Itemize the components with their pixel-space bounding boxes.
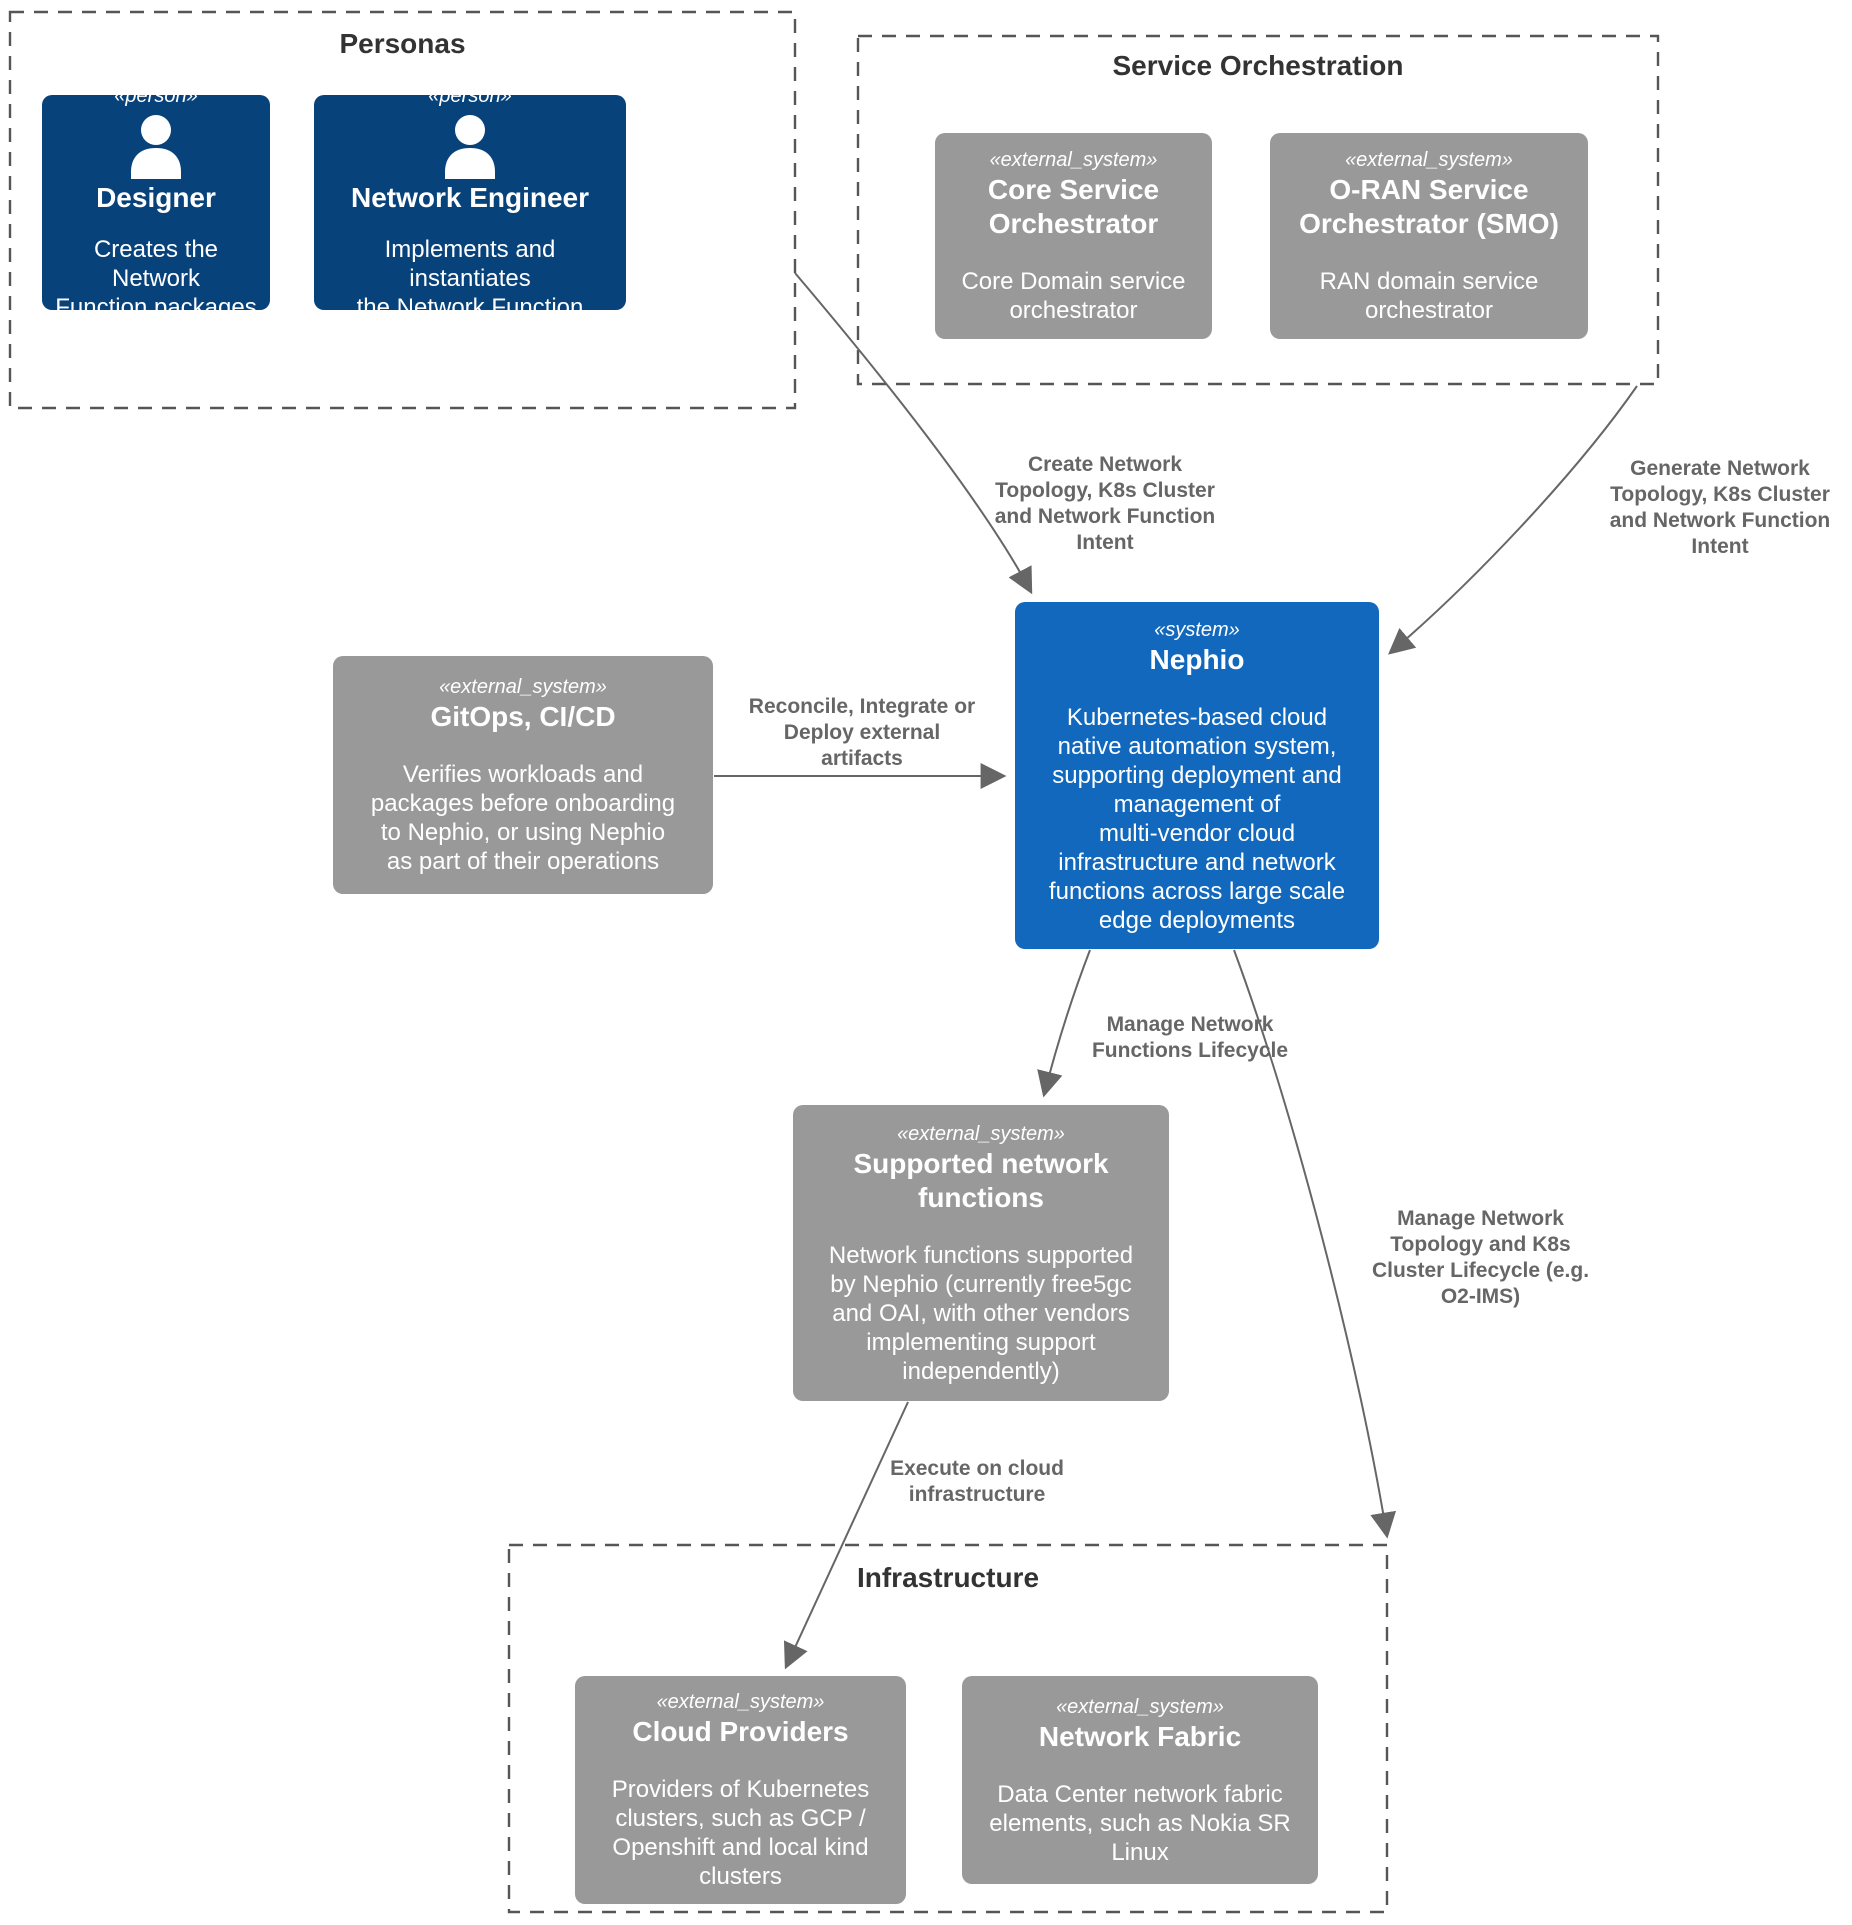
nephio-name: Nephio bbox=[1149, 643, 1245, 675]
edge-personas-to-nephio-arrow bbox=[794, 272, 1033, 595]
network-fabric-description: Data Center network fabric elements, suc… bbox=[989, 1780, 1291, 1866]
service-orchestration-boundary-border bbox=[856, 34, 1660, 386]
edge-label-reconcile: Reconcile, Integrate or Deploy external … bbox=[748, 695, 976, 770]
nephio-stereotype: «system» bbox=[1154, 618, 1240, 641]
oran-service-orchestrator-description: RAN domain service orchestrator bbox=[1319, 268, 1539, 324]
node-cloud-providers: «external_system» Cloud Providers Provid… bbox=[575, 1676, 906, 1904]
oran-service-orchestrator-name: O-RAN Service Orchestrator (SMO) bbox=[1299, 174, 1559, 239]
node-nephio: «system» Nephio Kubernetes-based cloud n… bbox=[1015, 602, 1379, 949]
supported-network-functions-name: Supported network functions bbox=[853, 1147, 1109, 1213]
node-supported-network-functions: «external_system» Supported network func… bbox=[793, 1105, 1169, 1401]
node-core-service-orchestrator: «external_system» Core Service Orchestra… bbox=[935, 133, 1212, 339]
oran-service-orchestrator-stereotype: «external_system» bbox=[1345, 149, 1513, 171]
designer-stereotype: «person» bbox=[114, 85, 198, 107]
edge-nephio-to-infrastructure-arrow bbox=[1233, 949, 1397, 1539]
node-network-fabric: «external_system» Network Fabric Data Ce… bbox=[962, 1676, 1318, 1884]
edge-service-orchestration-to-nephio-arrow bbox=[1388, 385, 1638, 655]
network-fabric-stereotype: «external_system» bbox=[1056, 1695, 1224, 1718]
designer-name: Designer bbox=[96, 182, 216, 213]
designer-description: Creates the Network Function packages bbox=[55, 236, 257, 321]
edge-label-manage-topology: Manage Network Topology and K8s Cluster … bbox=[1371, 1207, 1590, 1308]
network-engineer-name: Network Engineer bbox=[350, 182, 590, 213]
personas-boundary-border bbox=[8, 10, 797, 410]
nephio-description: Kubernetes-based cloud native automation… bbox=[1048, 703, 1346, 934]
node-gitops-cicd: «external_system» GitOps, CI/CD Verifies… bbox=[333, 656, 713, 894]
supported-network-functions-stereotype: «external_system» bbox=[897, 1122, 1065, 1145]
network-engineer-stereotype: «person» bbox=[428, 85, 512, 107]
cloud-providers-stereotype: «external_system» bbox=[656, 1691, 825, 1713]
service-orchestration-boundary-title: Service Orchestration bbox=[1112, 50, 1404, 81]
cloud-providers-description: Providers of Kubernetes clusters, such a… bbox=[611, 1776, 870, 1890]
node-designer: «person» Designer Creates the Network Fu… bbox=[42, 85, 270, 321]
edge-label-execute: Execute on cloud infrastructure bbox=[890, 1457, 1064, 1506]
network-fabric-name: Network Fabric bbox=[1038, 1720, 1242, 1752]
node-oran-service-orchestrator: «external_system» O-RAN Service Orchestr… bbox=[1270, 133, 1588, 339]
person-icon bbox=[434, 115, 506, 179]
edge-label-create-intent: Create Network Topology, K8s Cluster and… bbox=[994, 453, 1216, 554]
personas-boundary-title: Personas bbox=[339, 28, 466, 59]
core-service-orchestrator-stereotype: «external_system» bbox=[989, 149, 1158, 171]
edge-network-functions-to-cloud-providers-arrow bbox=[783, 1401, 909, 1670]
gitops-stereotype: «external_system» bbox=[439, 676, 607, 698]
edge-label-manage-network-functions: Manage Network Functions Lifecycle bbox=[1091, 1013, 1289, 1062]
person-icon bbox=[120, 115, 192, 179]
infrastructure-boundary-border bbox=[507, 1543, 1389, 1914]
core-service-orchestrator-description: Core Domain service orchestrator bbox=[961, 268, 1186, 324]
core-service-orchestrator-name: Core Service Orchestrator bbox=[987, 174, 1160, 239]
supported-network-functions-description: Network functions supported by Nephio (c… bbox=[828, 1241, 1134, 1385]
edge-nephio-to-network-functions-arrow bbox=[1037, 949, 1091, 1098]
node-network-engineer: «person» Network Engineer Implements and… bbox=[314, 85, 626, 321]
edge-label-generate-intent: Generate Network Topology, K8s Cluster a… bbox=[1609, 457, 1831, 558]
gitops-name: GitOps, CI/CD bbox=[430, 701, 616, 732]
cloud-providers-name: Cloud Providers bbox=[632, 1716, 849, 1747]
infrastructure-boundary-title: Infrastructure bbox=[856, 1562, 1040, 1593]
gitops-description: Verifies workloads and packages before o… bbox=[370, 761, 676, 875]
network-engineer-description: Implements and instantiates the Network … bbox=[356, 236, 584, 321]
